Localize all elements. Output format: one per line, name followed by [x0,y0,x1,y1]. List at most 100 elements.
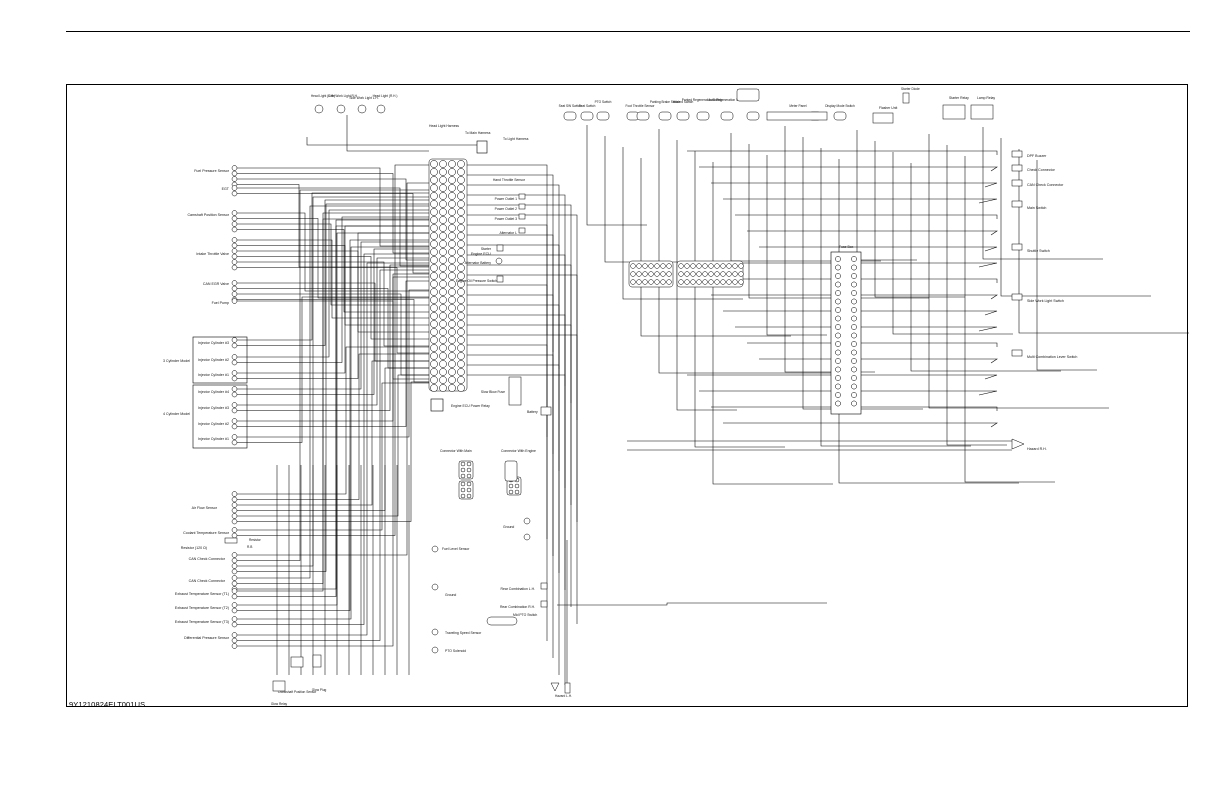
ecu-pin [448,160,456,168]
fuse-pin [851,349,857,356]
wire [237,239,429,319]
connector-pin [460,493,466,499]
sensor-pin [231,632,238,638]
ecu-pin [439,160,447,168]
ecu-pin [448,296,456,304]
label-shuttle-switch: Shuttle Switch [1027,249,1050,253]
label-lamp-relay: Lamp Relay [977,96,995,100]
sensor-pin [231,337,238,343]
ecu-pin [457,320,465,328]
label-glow-relay: Glow Relay [271,702,288,706]
label-fuel-level: Fuel Level Sensor [442,547,470,551]
wire [237,203,429,572]
fuse-pin [835,273,841,279]
label-seat-sw-switch: Seat SW Switch [559,104,582,108]
label-starter-relay: Starter Relay [949,96,969,100]
wire [802,137,923,410]
fuse-pin [851,358,857,364]
label-fuse-box: Fuse Box [839,245,854,249]
connector-pin [648,279,654,285]
wire [467,254,566,488]
ecu-pin [448,352,456,360]
label-power-outlet-1: Power Outlet 1 [495,197,518,201]
connector-pin [642,263,648,269]
label-multi-comb-lever: Multi Combination Lever Switch [1027,355,1077,359]
ecu-pin [439,360,447,368]
label-exh-t2: Exhaust Temperature Sensor (T2) [175,606,229,610]
wire [687,150,998,155]
sensor-pin [231,285,238,292]
ecu-pin [457,168,465,176]
wires [237,115,1189,685]
connector-pin [666,279,672,285]
label-display-mode: Display Mode Switch [825,104,855,108]
connector-pin [720,263,726,269]
wire [711,294,998,300]
sensor-pin [231,215,238,222]
sensor-pin [231,568,238,575]
label-swl-rh: Side Work Light R.H. [328,94,358,98]
label-engine-ecu-relay: Engine ECU Power Relay [451,404,490,408]
connector-pin [702,271,708,277]
top-mid-symbols [563,88,847,121]
top-left-light-symbols [314,104,386,114]
sensor-pin [231,439,238,446]
wire [237,167,429,247]
ecu-pin [448,336,456,344]
connector-right [1011,243,1023,251]
label-resistor-tag: Resistor [249,538,262,542]
flasher-unit [872,112,894,124]
switch-symbol [833,111,847,121]
sensor-pin [231,280,238,286]
label-hand-throttle: Hand Throttle Sensor [493,178,526,182]
connector-pin [508,489,514,495]
connector-pin [732,271,738,277]
label-to-main-harness: To Main Harness [465,131,491,135]
center-labels: Hand Throttle Sensor Power Outlet 1 Powe… [456,178,535,609]
label-to-light-harness: To Light Harness [503,137,529,141]
ecu-pin [448,304,456,312]
label-inj-1a: Injector Cylinder #1 [198,373,229,377]
label-flasher-unit: Flasher Unit [879,106,897,110]
connector-pin [466,473,472,479]
ecu-pin [430,232,438,240]
ecu-pin [439,312,447,320]
wire [237,296,429,443]
sensor-pin [231,602,238,608]
ecu-pin [439,304,447,312]
sensor-pin [231,226,238,233]
sensor-pin [231,563,238,569]
connector-pin [460,487,466,493]
fuse-box-fuses [835,256,857,407]
label-hazard-rh: Hazard R.H. [1027,447,1047,451]
sensor-pin [231,588,238,594]
label-slow-blow-fuse: Slow Blow Fuse [481,390,505,394]
wire [237,267,429,354]
ecu-pin [430,328,438,336]
header-rule [66,31,1190,32]
connector-pin [630,279,636,285]
ecu-pin [448,360,456,368]
outlet-symbol [518,227,526,234]
connector-pin [460,481,466,487]
wire [237,253,429,625]
left-connectors [224,165,238,649]
label-4cyl: 4 Cylinder Model [163,412,190,416]
sensor-pin [231,607,238,614]
top-left-lights: Head Light (L.H.) Side Work Light R.H. S… [311,94,398,100]
rear-comb-symbol [540,600,548,608]
outlet-symbol [518,213,526,220]
ecu-pin [439,192,447,200]
connector-right [1011,293,1023,301]
connector-pin [466,467,472,473]
label-exh-t1: Exhaust Temperature Sensor (T1) [175,592,229,596]
wire [658,129,839,374]
sensor-pin [231,621,238,628]
wire [759,246,998,252]
label-rear-comb-lh: Rear Combination L.H. [501,587,536,591]
ecu-pin [448,216,456,224]
label-coolant-temp: Coolant Temperature Sensor [183,531,230,535]
fuse-pin [851,332,857,339]
label-3cyl: 3 Cylinder Model [163,359,190,363]
fuse-pin [851,256,857,262]
